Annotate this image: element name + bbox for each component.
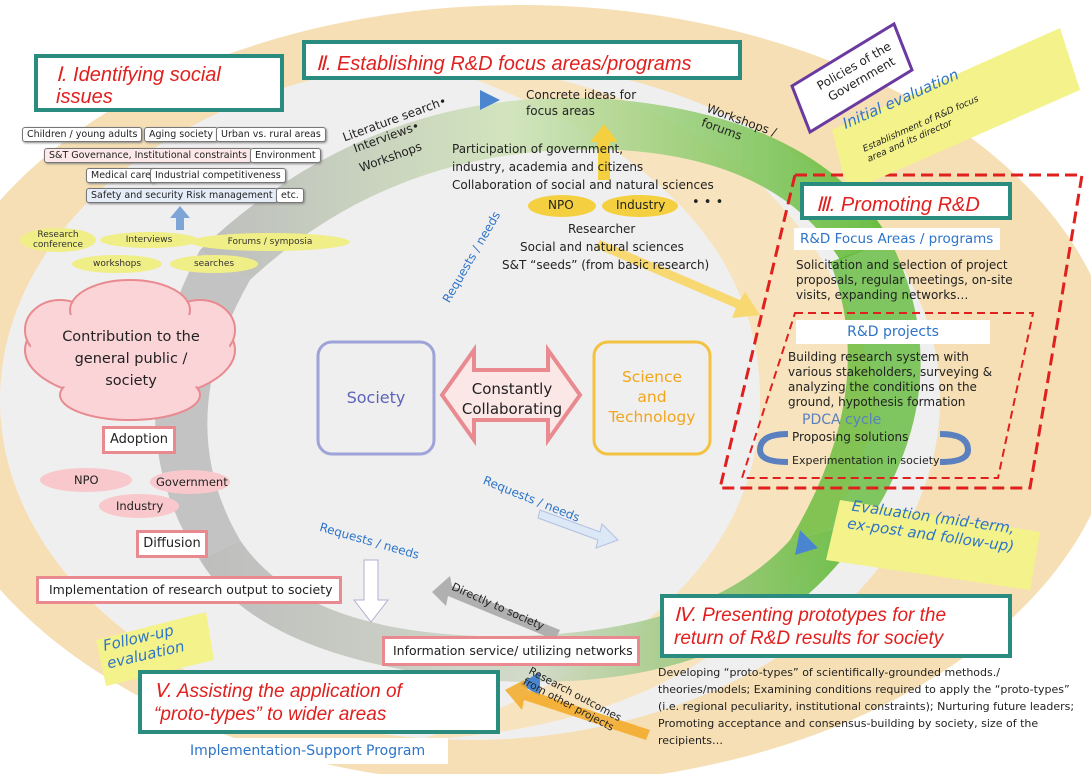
st-box: [592, 340, 712, 456]
section-2-box: Ⅱ. Establishing R&D focus areas/programs: [302, 40, 742, 80]
adoption-box: Adoption: [102, 426, 176, 454]
npo-oval-bg: [528, 195, 596, 217]
info-service-box: Information service/ utilizing networks: [382, 636, 640, 666]
constantly-label: Constantly: [471, 380, 553, 398]
cloud-text: Contribution to the general public / soc…: [62, 329, 200, 389]
npo-pink-bg: [40, 468, 132, 492]
tag-industrial: Industrial competitiveness: [150, 168, 286, 183]
implementation-box: Implementation of research output to soc…: [36, 576, 342, 604]
small-up-arrow: [170, 206, 190, 230]
arrow-head-1: [480, 90, 500, 110]
industry-oval-bg: [602, 195, 678, 217]
rd-focus-label: R&D Focus Areas / programs: [794, 228, 1000, 250]
arrow-head-2: [795, 530, 818, 555]
cycle-band-top: [200, 97, 890, 280]
requests-arrow: [537, 509, 619, 549]
science-label: Science: [621, 368, 683, 386]
up-arrow: [590, 124, 618, 180]
initial-eval-banner: [832, 28, 1080, 192]
and-label: and: [637, 388, 667, 406]
tag-medical: Medical care: [86, 168, 157, 183]
concrete-ideas-1: Concrete ideas for: [526, 88, 637, 102]
collaborating-label: Collaborating: [461, 400, 563, 418]
proposing-text: Proposing solutions: [792, 430, 909, 444]
tag-etc: etc.: [276, 188, 304, 203]
section-5-title-1: Ⅴ. Assisting the application of: [154, 681, 402, 702]
method-interviews: Interviews: [100, 232, 198, 248]
evaluation-banner: [826, 500, 1040, 590]
society-label: Society: [346, 388, 406, 407]
implementation-label: Implementation of research output to soc…: [49, 582, 333, 597]
section-1-title: Ⅰ. Identifying social issues: [56, 64, 221, 108]
section-1-box: Ⅰ. Identifying social issues: [34, 54, 284, 112]
building-text: Building research system with various st…: [788, 350, 993, 409]
industry-pink-bg: [99, 494, 179, 518]
cloud-inner: [30, 306, 230, 398]
gov-pink-bg: [150, 470, 230, 494]
yellow-arrow: [596, 240, 760, 318]
solicitation-text: Solicitation and selection of project pr…: [796, 258, 1013, 302]
technology-label: Technology: [608, 408, 696, 426]
tag-urban: Urban vs. rural areas: [216, 127, 326, 142]
tag-environment: Environment: [250, 148, 321, 163]
info-service-label: Information service/ utilizing networks: [393, 643, 633, 658]
npo-yellow: NPO: [548, 198, 574, 212]
section-4-title-2: return of R&D results for society: [674, 628, 944, 649]
section-4-title-1: Ⅳ. Presenting prototypes for the: [674, 605, 947, 626]
dots: • • •: [692, 195, 724, 210]
participation-3: Collaboration of social and natural scie…: [452, 178, 714, 192]
adoption-label: Adoption: [109, 432, 169, 447]
diffusion-label: Diffusion: [143, 536, 201, 551]
developing-text: Developing “proto-types” of scientifical…: [658, 666, 1075, 747]
arrow-head-3: [520, 672, 540, 696]
section-5-box: Ⅴ. Assisting the application of “proto-t…: [138, 670, 500, 734]
tag-children: Children / young adults: [22, 127, 143, 142]
participation-2: industry, academia and citizens: [452, 160, 644, 174]
concrete-ideas-2: focus areas: [526, 104, 595, 118]
projects-dashed-box: [740, 312, 1035, 479]
method-forums: Forums / symposia: [190, 233, 350, 251]
government-pink: Government: [156, 475, 228, 489]
method-searches: searches: [170, 255, 258, 273]
experimentation-text: Experimentation in society: [792, 454, 940, 467]
pdca-left-arrow: [756, 431, 789, 465]
implementation-support: Implementation-Support Program: [180, 738, 448, 764]
outcomes-arrow: [505, 680, 650, 740]
section-4-box: Ⅳ. Presenting prototypes for the return …: [660, 594, 1012, 658]
tag-aging: Aging society: [144, 127, 219, 142]
industry-pink: Industry: [116, 499, 164, 513]
double-arrow: [439, 343, 583, 447]
policies-banner: [790, 21, 914, 135]
pdca-right-arrow: [939, 431, 972, 465]
diffusion-box: Diffusion: [136, 530, 208, 558]
rd-projects-label: R&D projects: [796, 320, 990, 344]
participation-1: Participation of government,: [452, 142, 624, 156]
promoting-dashed-box: [718, 173, 1084, 490]
section-3-title: Ⅲ. Promoting R&D: [816, 194, 980, 216]
method-research-conference: Research conference: [20, 228, 96, 252]
industry-yellow: Industry: [616, 198, 666, 212]
method-workshops: workshops: [72, 255, 162, 273]
directly-arrow: [432, 576, 560, 640]
st-seeds: S&T “seeds” (from basic research): [502, 258, 710, 272]
tag-governance: S&T Governance, Institutional constraint…: [44, 148, 252, 163]
cycle-band-right: [790, 240, 921, 540]
section-3-box: Ⅲ. Promoting R&D: [800, 182, 1012, 220]
npo-pink: NPO: [74, 473, 99, 487]
tag-safety: Safety and security Risk management: [86, 188, 278, 203]
section-5-title-2: “proto-types” to wider areas: [154, 704, 387, 725]
followup-banner: [96, 612, 214, 686]
researcher: Researcher: [568, 222, 636, 236]
pdca-label: PDCA cycle: [802, 412, 882, 428]
social-natural: Social and natural sciences: [520, 240, 684, 254]
society-box: [316, 340, 436, 456]
section-2-title: Ⅱ. Establishing R&D focus areas/programs: [316, 53, 692, 75]
white-down-arrow: [352, 559, 390, 623]
